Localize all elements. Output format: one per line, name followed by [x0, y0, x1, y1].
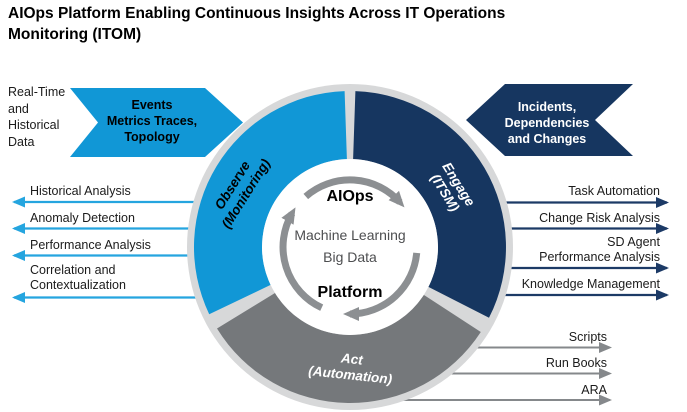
engage-output-label-4: Knowledge Management	[521, 277, 660, 291]
center-aiops-label: AIOps	[326, 188, 374, 205]
observe-output-label-2: Anomaly Detection	[30, 211, 135, 225]
engage-output-label-1: Task Automation	[568, 184, 660, 198]
center-machine-learning-label: Machine Learning	[294, 227, 406, 243]
act-output-label-1: Scripts	[568, 330, 607, 344]
observe-output-label-3: Performance Analysis	[30, 238, 151, 252]
observe-output-label-1: Historical Analysis	[30, 184, 131, 198]
act-output-label-3: ARA	[581, 383, 607, 397]
act-output-label-2: Run Books	[545, 356, 607, 370]
center-circle	[262, 159, 438, 335]
incidents-banner-label: Incidents, Dependencies and Changes	[504, 100, 590, 146]
observe-segment	[193, 91, 347, 315]
cycle-arrow-left	[279, 207, 324, 311]
cycle-arrows	[279, 176, 421, 321]
engage-output-arrows	[492, 197, 669, 301]
act-segment	[217, 293, 481, 403]
observe-output-label-4: Correlation and Contextualization	[30, 263, 126, 292]
events-banner-shape	[70, 88, 243, 157]
page-title: AIOps Platform Enabling Continuous Insig…	[8, 5, 506, 43]
cycle-arrow-bottom	[343, 252, 421, 321]
act-output-arrows	[385, 342, 612, 406]
engage-segment	[353, 91, 506, 318]
events-banner-label: Events Metrics Traces, Topology	[106, 98, 198, 144]
engage-output-label-3: SD Agent Performance Analysis	[539, 235, 660, 264]
incidents-banner-shape	[466, 84, 633, 156]
center-platform-label: Platform	[317, 284, 383, 301]
center-big-data-label: Big Data	[323, 249, 377, 265]
engage-output-label-2: Change Risk Analysis	[539, 211, 660, 225]
source-data-label: Real-Time and Historical Data	[8, 85, 66, 149]
cycle-arrow-top	[303, 176, 405, 208]
